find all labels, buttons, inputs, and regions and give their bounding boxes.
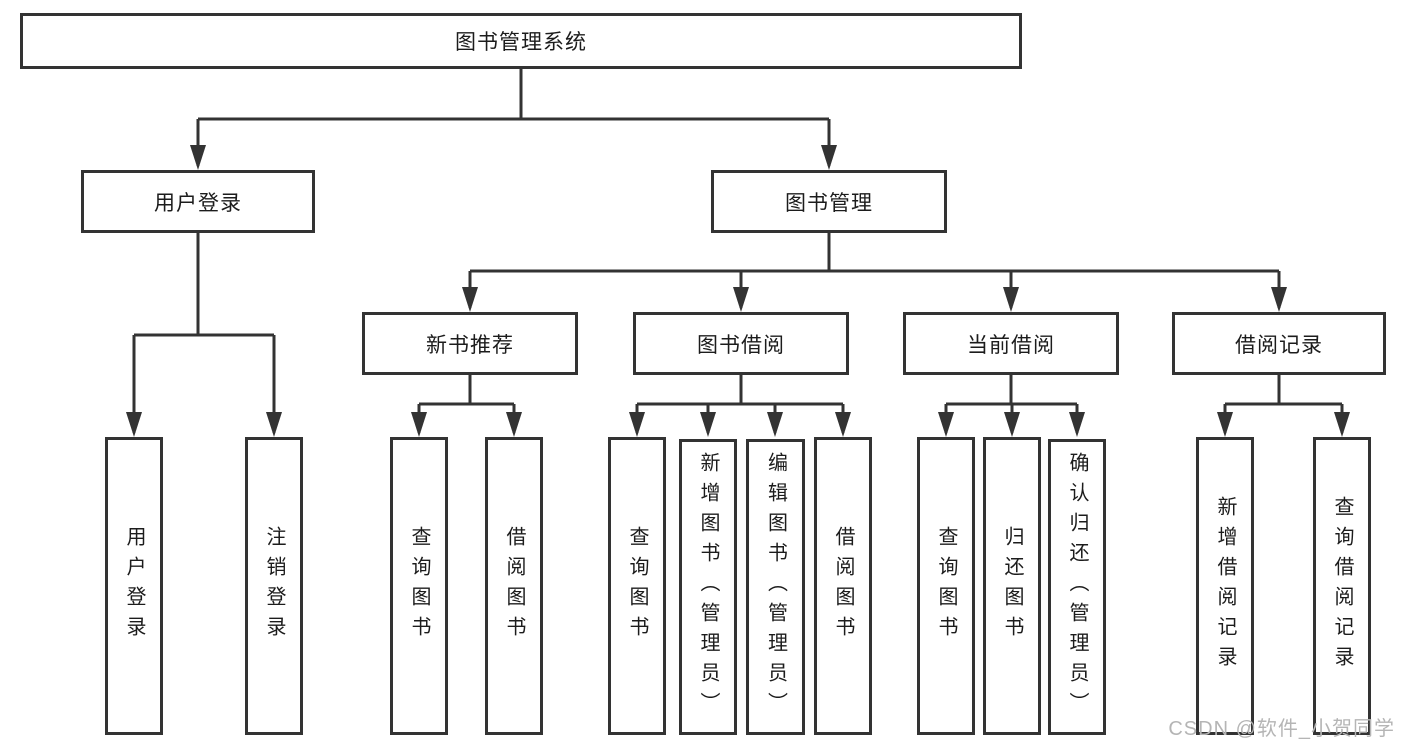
leaf-logout: 注销登录 [245, 437, 303, 735]
leaf-label: 用户登录 [123, 526, 145, 646]
connector-current-borrow-to-leaves [938, 375, 1085, 437]
leaf-label: 新增图书（管理员） [697, 452, 719, 722]
node-label: 图书借阅 [697, 333, 785, 357]
connector-user-login-to-leaves [126, 233, 282, 437]
leaf-search-books-borrowing: 查询图书 [608, 437, 666, 735]
leaf-add-book-admin: 新增图书（管理员） [679, 439, 737, 735]
node-library-management-system: 图书管理系统 [20, 13, 1022, 69]
node-borrowing-records: 借阅记录 [1172, 312, 1386, 375]
connector-new-book-to-leaves [411, 375, 522, 437]
leaf-label: 查询图书 [626, 526, 648, 646]
leaf-label: 查询图书 [935, 526, 957, 646]
leaf-label: 归还图书 [1001, 526, 1023, 646]
node-label: 图书管理 [785, 191, 873, 215]
node-book-borrowing: 图书借阅 [633, 312, 849, 375]
leaf-return-book: 归还图书 [983, 437, 1041, 735]
leaf-borrow-books-borrowing: 借阅图书 [814, 437, 872, 735]
leaf-label: 借阅图书 [832, 526, 854, 646]
leaf-add-borrow-record: 新增借阅记录 [1196, 437, 1254, 735]
leaf-search-books-current: 查询图书 [917, 437, 975, 735]
leaf-label: 确认归还（管理员） [1066, 452, 1088, 722]
leaf-label: 编辑图书（管理员） [764, 452, 787, 722]
connector-book-borrow-to-leaves [629, 375, 851, 437]
node-new-book-recommend: 新书推荐 [362, 312, 578, 375]
connector-book-mgmt-to-level3 [462, 233, 1287, 312]
connector-root-to-level2 [190, 69, 837, 170]
watermark-text: CSDN @软件_小贺同学 [1168, 718, 1395, 740]
leaf-confirm-return-admin: 确认归还（管理员） [1048, 439, 1106, 735]
node-user-login-group: 用户登录 [81, 170, 315, 233]
leaf-label: 注销登录 [263, 526, 285, 646]
connector-borrow-record-to-leaves [1217, 375, 1350, 437]
leaf-label: 新增借阅记录 [1214, 496, 1236, 676]
leaf-edit-book-admin: 编辑图书（管理员） [746, 439, 805, 735]
node-book-management-group: 图书管理 [711, 170, 947, 233]
leaf-search-borrow-record: 查询借阅记录 [1313, 437, 1371, 735]
leaf-label: 查询图书 [408, 526, 430, 646]
node-label: 借阅记录 [1235, 333, 1323, 357]
leaf-search-books-recommend: 查询图书 [390, 437, 448, 735]
node-label: 新书推荐 [426, 333, 514, 357]
leaf-borrow-books-recommend: 借阅图书 [485, 437, 543, 735]
leaf-user-login: 用户登录 [105, 437, 163, 735]
node-label: 当前借阅 [967, 333, 1055, 357]
node-label: 图书管理系统 [455, 31, 587, 54]
node-label: 用户登录 [154, 191, 242, 215]
leaf-label: 借阅图书 [503, 526, 525, 646]
leaf-label: 查询借阅记录 [1331, 496, 1353, 676]
node-current-borrowing: 当前借阅 [903, 312, 1119, 375]
